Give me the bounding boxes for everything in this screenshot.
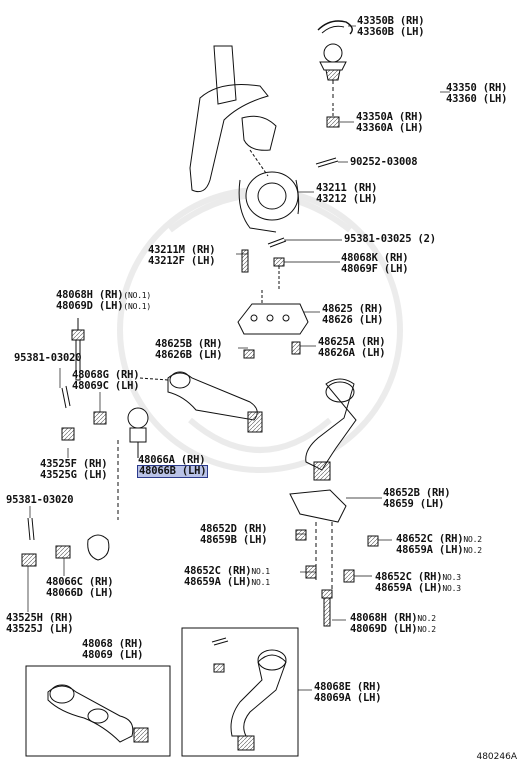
- label-nut-48068k[interactable]: 48068K (RH)48069F (LH): [341, 252, 409, 275]
- inset-idler-part: [211, 637, 287, 751]
- label-ball-joint-assy[interactable]: 43350 (RH)43360 (LH): [446, 82, 508, 105]
- steering-knuckle-part: [189, 45, 300, 233]
- label-nut-48068g[interactable]: 48068G (RH)48069C (LH): [72, 369, 140, 392]
- label-bolt-48625a[interactable]: 48625A (RH)48626A (LH): [318, 336, 386, 359]
- inset-upper-arm-part: [47, 684, 149, 743]
- nut-48625b-part: [243, 349, 255, 359]
- bolt-48652c-no3-part: [343, 569, 355, 583]
- label-bolt-48068h-bottom[interactable]: 48068H (RH)NO.2 48069D (LH)NO.2: [350, 612, 436, 635]
- nut-48066c-part: [55, 545, 71, 559]
- label-nut-43525h[interactable]: 43525H (RH)43525J (LH): [6, 612, 74, 635]
- label-bolt-48068h-top[interactable]: 48068H (RH)(NO.1) 48069D (LH)(NO.1): [56, 289, 152, 312]
- cotter-pin-mid-part: [267, 237, 287, 248]
- bracket-48652b-part: [289, 489, 347, 590]
- bracket-48625-part: [237, 290, 309, 335]
- ball-joint-48066-part: [117, 407, 149, 520]
- label-nut-48066c[interactable]: 48066C (RH)48066D (LH): [46, 576, 114, 599]
- bolt-48652d-part: [295, 529, 307, 541]
- label-ball-joint-nut[interactable]: 43350A (RH)43360A (LH): [356, 111, 424, 134]
- bolt-48068h-top-part: [71, 318, 85, 381]
- nut-43525f-part: [61, 427, 75, 441]
- cotter-left-bottom-part: [27, 517, 35, 541]
- label-nut-48625b[interactable]: 48625B (RH)48626B (LH): [155, 338, 223, 361]
- label-idler-arm[interactable]: 48068E (RH)48069A (LH): [314, 681, 382, 704]
- inset-upper-arm-box: [25, 665, 171, 757]
- label-bracket-48652b[interactable]: 48652B (RH)48659 (LH): [383, 487, 451, 510]
- arm-bushing-left-part: [87, 534, 110, 561]
- leader-lines: [27, 25, 450, 691]
- idler-arm-part: [305, 378, 357, 481]
- upper-arm-mid-part: [139, 371, 263, 433]
- label-upper-arm-assy[interactable]: 48068 (RH)48069 (LH): [82, 638, 144, 661]
- label-upper-arm-joint[interactable]: 48066A (RH)48066B (LH): [136, 454, 209, 478]
- label-bolt-48652c-no1[interactable]: 48652C (RH)NO.1 48659A (LH)NO.1: [184, 565, 270, 588]
- label-bolt-48652d[interactable]: 48652D (RH)48659B (LH): [200, 523, 268, 546]
- snap-ring-part: [317, 20, 353, 35]
- diagram-id: 480246A: [476, 752, 517, 762]
- label-cotter-left-bottom[interactable]: 95381-03020: [6, 494, 74, 506]
- label-bolt-48652c-no2[interactable]: 48652C (RH)NO.2 48659A (LH)NO.2: [396, 533, 482, 556]
- label-cotter-pin-mid[interactable]: 95381-03025 (2): [344, 233, 436, 245]
- label-knuckle-stud[interactable]: 43211M (RH)43212F (LH): [148, 244, 216, 267]
- label-snap-ring[interactable]: 43350B (RH)43360B (LH): [357, 15, 425, 38]
- bolt-48625a-part: [291, 341, 301, 355]
- bolt-48652c-no2-part: [367, 535, 379, 547]
- cotter-left-top-part: [61, 385, 71, 409]
- label-nut-43525f[interactable]: 43525F (RH)43525G (LH): [40, 458, 108, 481]
- ball-joint-part: [319, 43, 347, 128]
- nut-48068k-part: [273, 257, 285, 267]
- label-bracket-48625[interactable]: 48625 (RH)48626 (LH): [322, 303, 384, 326]
- nut-48068g-part: [93, 411, 107, 425]
- nut-43525h-part: [21, 553, 37, 567]
- label-cotter-pin-top[interactable]: 90252-03008: [350, 156, 418, 168]
- inset-idler-box: [181, 627, 299, 757]
- cotter-pin-top-part: [315, 157, 339, 168]
- bolt-48068h-bottom-part: [321, 589, 333, 627]
- label-bolt-48652c-no3[interactable]: 48652C (RH)NO.3 48659A (LH)NO.3: [375, 571, 461, 594]
- label-knuckle[interactable]: 43211 (RH)43212 (LH): [316, 182, 378, 205]
- label-cotter-left-top[interactable]: 95381-03020: [14, 352, 82, 364]
- knuckle-stud-part: [241, 249, 249, 273]
